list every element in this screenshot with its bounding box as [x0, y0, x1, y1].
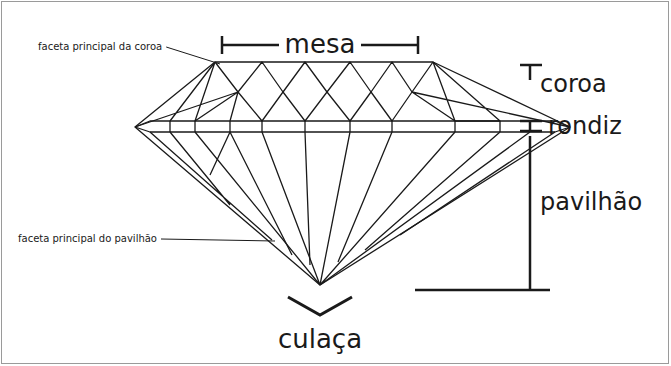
girdle-facets	[170, 121, 530, 132]
pavilion-main-facets	[195, 132, 530, 285]
height-brackets	[415, 65, 550, 290]
part-name: rondiz	[548, 114, 622, 138]
part-name: coroa	[540, 72, 607, 96]
part-name: culaça	[278, 326, 362, 352]
part-name: pavilhão	[540, 190, 642, 214]
girdle	[135, 121, 570, 132]
leader-line	[166, 47, 220, 64]
pavilion-outline	[135, 127, 570, 285]
star-facets	[215, 62, 433, 92]
crown-outline	[135, 62, 570, 127]
diamond-drawing	[135, 62, 570, 285]
facet-name: faceta principal do pavilhão	[18, 234, 157, 244]
culet-chevron	[288, 297, 352, 315]
part-name: mesa	[279, 31, 362, 57]
facet-name: faceta principal da coroa	[38, 42, 162, 52]
pavilion-halves	[150, 132, 555, 265]
crown-facets	[135, 62, 570, 127]
leader-line	[161, 239, 275, 241]
